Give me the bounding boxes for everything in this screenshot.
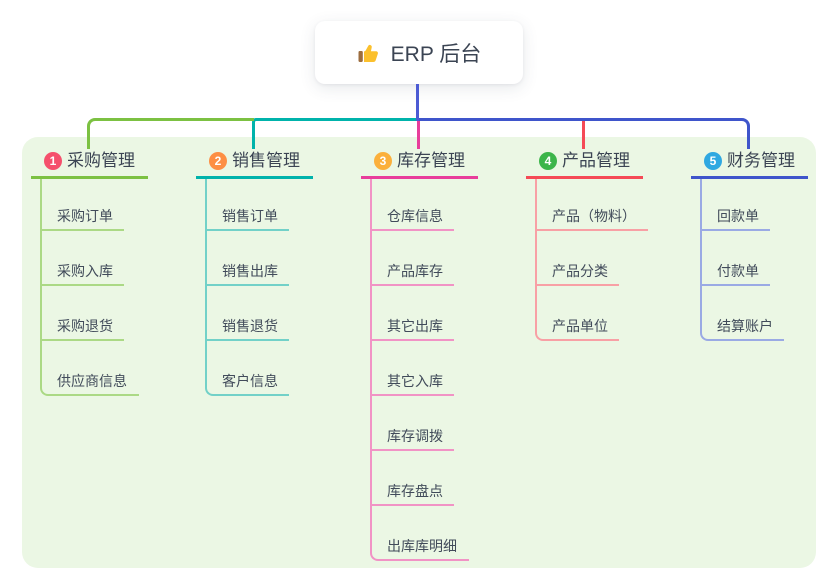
branch-badge: 3 bbox=[374, 152, 392, 170]
branch-label[interactable]: 库存管理 bbox=[397, 151, 465, 170]
branch-children-connector bbox=[205, 178, 289, 396]
branch-badge: 1 bbox=[44, 152, 62, 170]
child-underline bbox=[535, 229, 648, 231]
child-node-label[interactable]: 其它出库 bbox=[387, 318, 443, 334]
connector-rail-segment bbox=[252, 118, 419, 149]
branch-badge: 2 bbox=[209, 152, 227, 170]
branch-children-connector bbox=[370, 178, 469, 561]
child-node-label[interactable]: 出库库明细 bbox=[387, 538, 457, 554]
child-node-label[interactable]: 库存盘点 bbox=[387, 483, 443, 499]
child-underline bbox=[700, 229, 770, 231]
branch-label[interactable]: 销售管理 bbox=[232, 151, 300, 170]
branch-label[interactable]: 产品管理 bbox=[562, 151, 630, 170]
connector-rail-segment bbox=[417, 118, 750, 149]
branch-children-connector bbox=[700, 178, 784, 341]
child-underline bbox=[370, 504, 454, 506]
child-node-label[interactable]: 产品库存 bbox=[387, 263, 443, 279]
branch-label[interactable]: 财务管理 bbox=[727, 151, 795, 170]
root-node[interactable]: ERP 后台 bbox=[315, 21, 523, 84]
branch-underline bbox=[196, 176, 313, 179]
connector-rail-segment bbox=[87, 118, 254, 149]
child-node-label[interactable]: 产品分类 bbox=[552, 263, 608, 279]
child-node-label[interactable]: 销售订单 bbox=[222, 208, 278, 224]
child-underline bbox=[370, 284, 454, 286]
child-node-label[interactable]: 回款单 bbox=[717, 208, 759, 224]
child-underline bbox=[205, 229, 289, 231]
child-underline bbox=[700, 284, 770, 286]
child-node-label[interactable]: 供应商信息 bbox=[57, 373, 127, 389]
branch-badge: 5 bbox=[704, 152, 722, 170]
connector-rail-drop bbox=[582, 121, 585, 149]
child-underline bbox=[40, 284, 124, 286]
branch-underline bbox=[526, 176, 643, 179]
branch-label[interactable]: 采购管理 bbox=[67, 151, 135, 170]
child-node-label[interactable]: 采购退货 bbox=[57, 318, 113, 334]
child-underline bbox=[205, 339, 289, 341]
child-underline bbox=[205, 284, 289, 286]
child-node-label[interactable]: 客户信息 bbox=[222, 373, 278, 389]
connector-rail-drop bbox=[417, 121, 420, 149]
child-node-label[interactable]: 其它入库 bbox=[387, 373, 443, 389]
branch-underline bbox=[691, 176, 808, 179]
child-node-label[interactable]: 库存调拨 bbox=[387, 428, 443, 444]
child-underline bbox=[535, 284, 619, 286]
branch-badge: 4 bbox=[539, 152, 557, 170]
child-node-label[interactable]: 销售退货 bbox=[222, 318, 278, 334]
child-node-label[interactable]: 付款单 bbox=[717, 263, 759, 279]
child-underline bbox=[370, 394, 454, 396]
child-node-label[interactable]: 采购订单 bbox=[57, 208, 113, 224]
branch-underline bbox=[31, 176, 148, 179]
child-underline bbox=[40, 229, 124, 231]
branch-children-connector bbox=[40, 178, 139, 396]
root-label: ERP 后台 bbox=[390, 42, 482, 66]
child-node-label[interactable]: 仓库信息 bbox=[387, 208, 443, 224]
child-node-label[interactable]: 销售出库 bbox=[222, 263, 278, 279]
branches-panel-background bbox=[22, 137, 816, 568]
child-node-label[interactable]: 结算账户 bbox=[717, 318, 773, 334]
root-connector-line bbox=[416, 84, 419, 121]
branch-underline bbox=[361, 176, 478, 179]
child-underline bbox=[40, 339, 124, 341]
child-underline bbox=[370, 339, 454, 341]
child-underline bbox=[370, 229, 454, 231]
child-underline bbox=[370, 449, 454, 451]
branch-children-connector bbox=[535, 178, 619, 341]
child-node-label[interactable]: 产品（物料） bbox=[552, 208, 636, 224]
child-node-label[interactable]: 产品单位 bbox=[552, 318, 608, 334]
child-node-label[interactable]: 采购入库 bbox=[57, 263, 113, 279]
thumbs-up-icon bbox=[357, 41, 381, 65]
